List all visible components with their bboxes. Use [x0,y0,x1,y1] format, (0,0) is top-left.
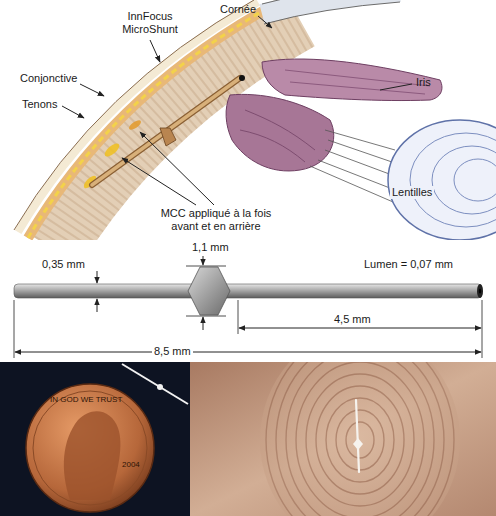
dimension-label: 4,5 mm [334,313,371,326]
part-label: Conjonctive [20,72,77,85]
coin-inscription: 2004 [122,460,140,470]
part-label: Tenons [22,98,57,111]
part-label: Cornée [220,3,256,16]
part-label: InnFocus MicroShunt [110,10,190,36]
part-label: Lentilles [390,186,434,199]
dimension-label: 0,35 mm [42,258,85,271]
dimension-label: Lumen = 0,07 mm [364,258,453,271]
coin-inscription: IN GOD WE TRUST [50,395,122,405]
dimension-label: 1,1 mm [192,241,229,254]
dimension-label: 8,5 mm [152,345,193,358]
part-label: MCC appliqué à la fois avant et en arriè… [150,207,282,233]
part-label: Iris [416,76,431,89]
